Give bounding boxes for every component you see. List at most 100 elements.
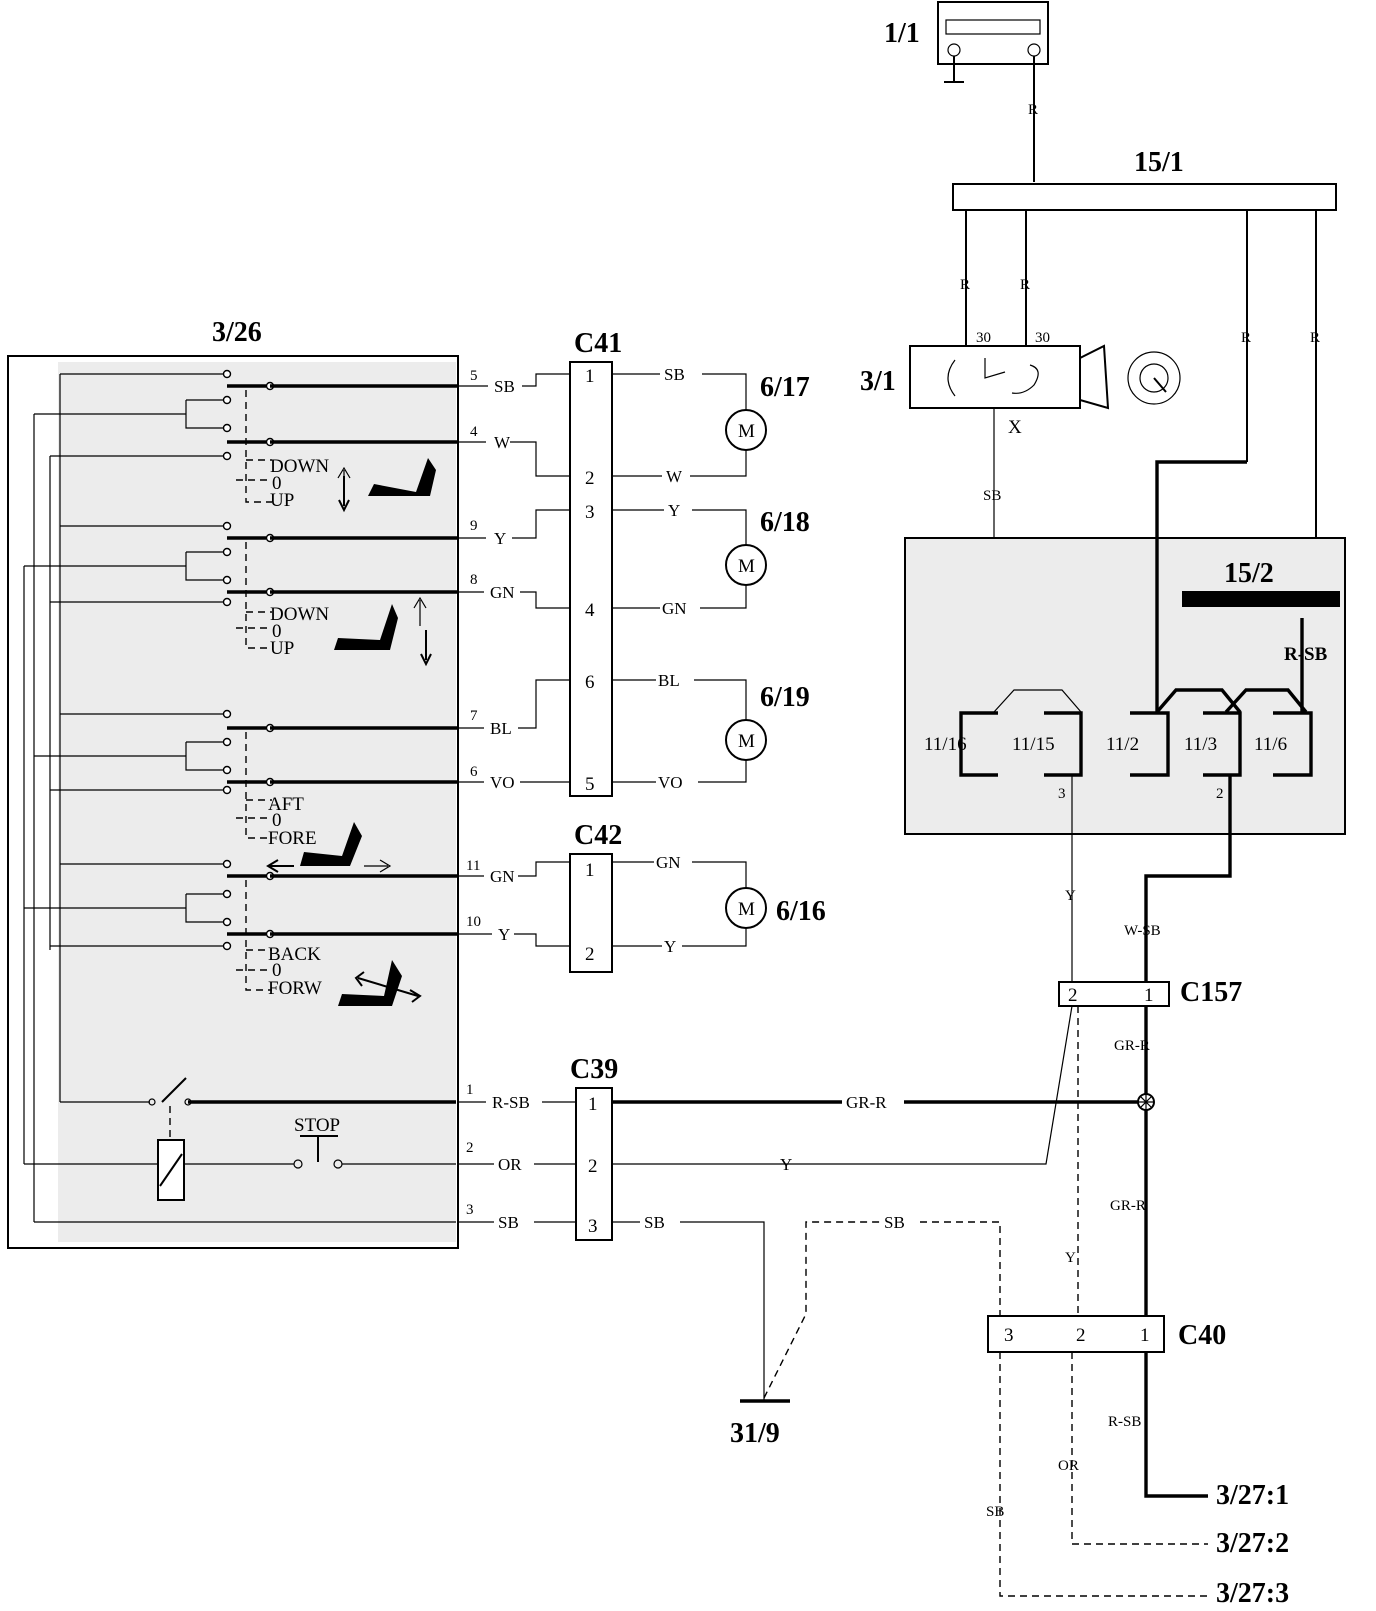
- pin-label: 3: [1058, 786, 1066, 802]
- wire-label: R: [1310, 330, 1320, 346]
- svg-text:Y: Y: [664, 937, 676, 956]
- motor-6-17: M 6/17: [725, 372, 810, 451]
- fuse-clips: 11/16 11/15 11/2 11/3 11/6 3 2: [924, 688, 1313, 802]
- svg-text:6/16: 6/16: [776, 896, 826, 927]
- connector-c40-label: C40: [1178, 1320, 1226, 1351]
- wire-label: Y: [780, 1155, 792, 1174]
- svg-text:GN: GN: [490, 867, 515, 886]
- seat-switch: 3/26 DOWN 0 UP DOWN 0 UP: [7, 317, 459, 1249]
- svg-text:M: M: [738, 899, 755, 920]
- stop-label: STOP: [294, 1115, 340, 1136]
- pin-label: 1: [588, 1094, 598, 1115]
- svg-text:Y: Y: [494, 529, 506, 548]
- wire-label: Y: [1065, 1250, 1076, 1266]
- switch-position-label: BACK: [268, 944, 321, 965]
- arrow-icon: [266, 466, 432, 1003]
- svg-text:2: 2: [466, 1140, 474, 1156]
- svg-text:10: 10: [466, 914, 481, 930]
- pin-label: 2: [1076, 1325, 1086, 1346]
- wire-label: GR-R: [846, 1093, 887, 1112]
- wire-label: R: [1028, 102, 1038, 118]
- svg-text:W: W: [494, 433, 511, 452]
- svg-text:M: M: [738, 731, 755, 752]
- pin-label: 6: [585, 672, 595, 693]
- svg-text:7: 7: [470, 708, 478, 724]
- pin-label: 2: [585, 944, 595, 965]
- svg-text:9: 9: [470, 518, 478, 534]
- svg-text:OR: OR: [498, 1155, 522, 1174]
- output-label: 3/27:3: [1216, 1578, 1289, 1606]
- switch-pin-numbers: 5 4 9 8 7 6 11 10 1 2 3: [466, 368, 481, 1218]
- motor-6-16: M 6/16: [725, 887, 826, 929]
- connector-c41-label: C41: [574, 328, 622, 359]
- svg-text:6/19: 6/19: [760, 682, 810, 713]
- pin-label: 5: [585, 774, 595, 795]
- output-label: 3/27:1: [1216, 1480, 1289, 1511]
- fuse-label: 11/6: [1254, 734, 1287, 755]
- svg-text:M: M: [738, 421, 755, 442]
- switch-position-label: AFT: [268, 794, 304, 815]
- wire-label: Y: [1065, 888, 1076, 904]
- connector-c39-label: C39: [570, 1054, 618, 1085]
- output-label: 3/27:2: [1216, 1528, 1289, 1559]
- switch-position-label: 0: [272, 621, 282, 642]
- pin-label: 2: [585, 468, 595, 489]
- fuse-label: 11/16: [924, 734, 967, 755]
- svg-text:W: W: [666, 467, 683, 486]
- pin-label: 1: [1140, 1325, 1150, 1346]
- connector-c39: C39 1 2 3: [570, 1054, 618, 1241]
- pin-label: 3: [585, 502, 595, 523]
- battery-label: 1/1: [884, 18, 920, 49]
- svg-text:VO: VO: [658, 773, 683, 792]
- ignition-switch-label: 3/1: [860, 366, 896, 397]
- svg-text:3: 3: [466, 1202, 474, 1218]
- connector-c157: 2 1 C157: [1058, 977, 1242, 1008]
- relay-box-label: 15/2: [1224, 558, 1274, 589]
- svg-text:6/17: 6/17: [760, 372, 810, 403]
- switch-position-label: DOWN: [270, 604, 329, 625]
- wire-label: SB: [884, 1213, 905, 1232]
- svg-text:SB: SB: [494, 377, 515, 396]
- svg-text:BL: BL: [658, 671, 680, 690]
- fuse-box-main-label: 15/1: [1134, 147, 1184, 178]
- svg-text:R-SB: R-SB: [492, 1093, 530, 1112]
- svg-text:BL: BL: [490, 719, 512, 738]
- svg-text:8: 8: [470, 572, 478, 588]
- pin-label: 2: [588, 1156, 598, 1177]
- pin-label: 1: [585, 860, 595, 881]
- seat-icon: [300, 458, 436, 1006]
- svg-text:VO: VO: [490, 773, 515, 792]
- fuse-label: 11/2: [1106, 734, 1139, 755]
- switch-position-label: UP: [270, 638, 294, 659]
- ignition-switch: 3/1 30 30 X: [860, 330, 1181, 438]
- wire-label: OR: [1058, 1458, 1079, 1474]
- connector-c40: 3 2 1 C40: [987, 1315, 1226, 1353]
- svg-text:SB: SB: [664, 365, 685, 384]
- svg-text:Y: Y: [668, 501, 680, 520]
- svg-text:M: M: [738, 556, 755, 577]
- motor-6-18: M 6/18: [725, 507, 810, 586]
- pin-label: 1: [585, 366, 595, 387]
- wire-label: SB: [986, 1504, 1004, 1520]
- wire-label: SB: [644, 1213, 665, 1232]
- switch-wire-labels: SB W Y GN BL VO GN Y R-SB OR SB: [490, 377, 530, 1232]
- fuse-label: 11/15: [1012, 734, 1055, 755]
- wire-label: R: [1020, 277, 1030, 293]
- switch-position-label: DOWN: [270, 456, 329, 477]
- svg-text:4: 4: [470, 424, 478, 440]
- wire-label: R: [960, 277, 970, 293]
- pin-label: 2: [1068, 985, 1078, 1006]
- wire-label: GR-R: [1114, 1038, 1150, 1054]
- pin-label: 30: [1035, 330, 1050, 346]
- seat-switch-label: 3/26: [212, 317, 262, 348]
- pin-label: 4: [585, 600, 595, 621]
- wire-label: R: [1241, 330, 1251, 346]
- pin-label: 1: [1144, 985, 1154, 1006]
- switch-position-label: 0: [272, 960, 282, 981]
- wire-label: SB: [983, 488, 1001, 504]
- wire-label: R-SB: [1108, 1414, 1141, 1430]
- relay-box: 15/2 R-SB: [904, 537, 1346, 835]
- wire-label: R-SB: [1284, 644, 1328, 665]
- switch-position-label: 0: [272, 473, 282, 494]
